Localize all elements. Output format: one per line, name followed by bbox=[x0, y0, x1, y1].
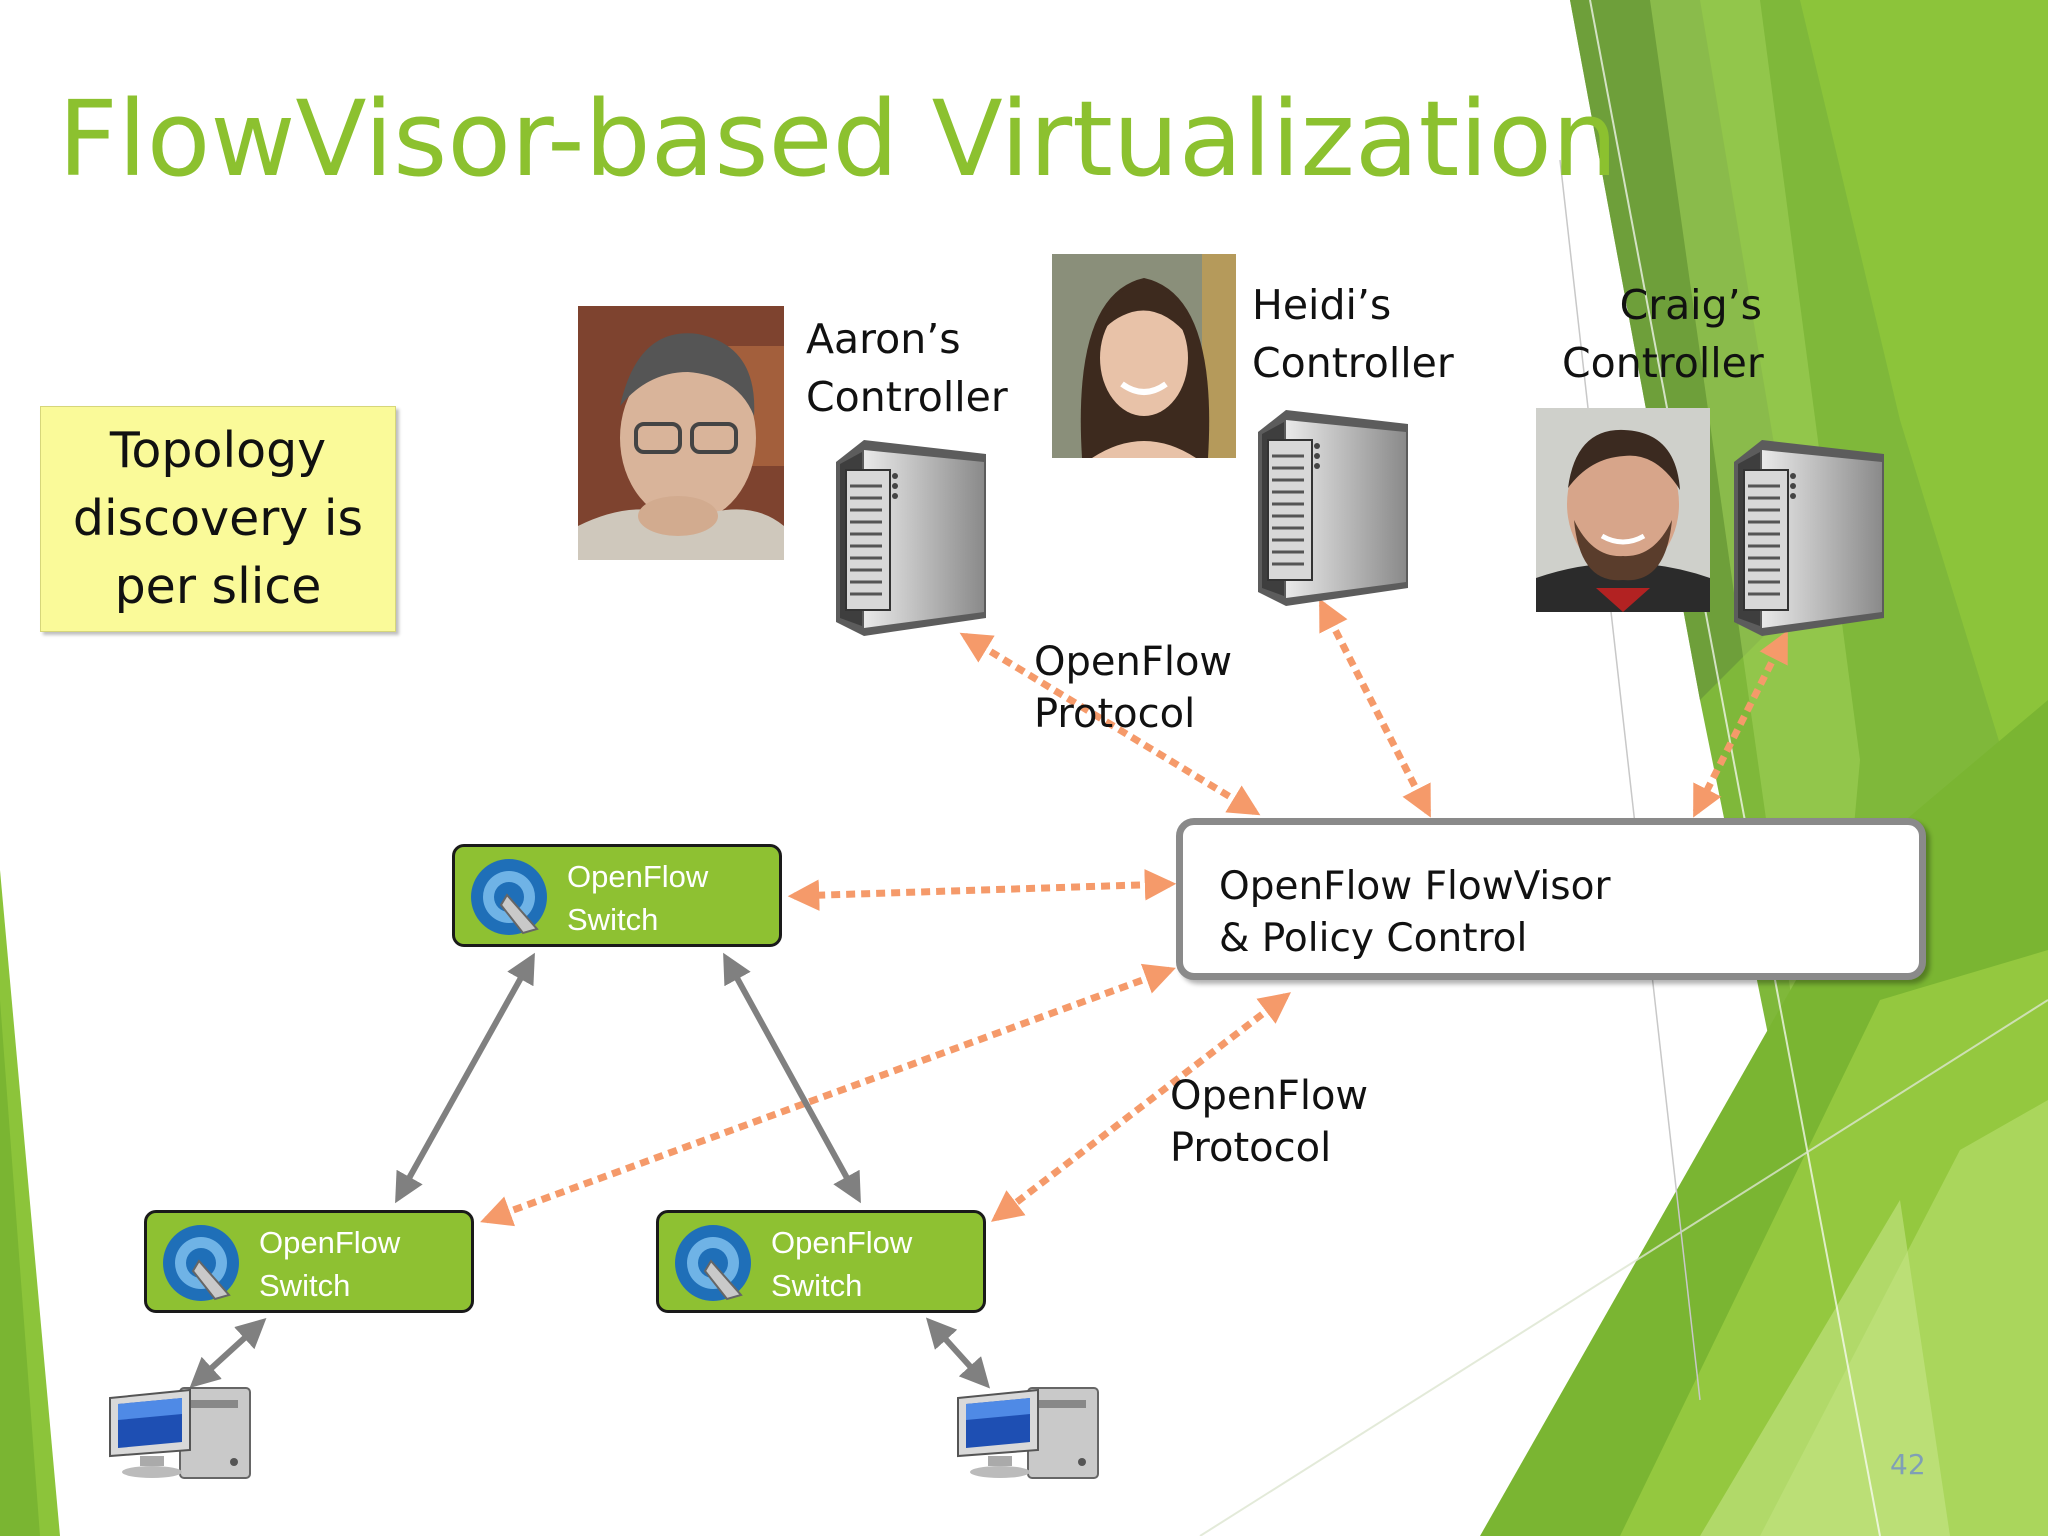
switch-topology-links bbox=[189, 952, 991, 1389]
aaron-server-icon bbox=[836, 440, 986, 640]
arrow-craig-flowvisor bbox=[1692, 630, 1789, 818]
slide-number: 42 bbox=[1890, 1448, 1926, 1481]
openflow-switch-right: OpenFlow Switch bbox=[656, 1210, 986, 1313]
topology-note-text: Topology discovery is per slice bbox=[72, 422, 364, 615]
desktop-computer-icon bbox=[957, 1387, 1099, 1479]
flowvisor-policy-box: OpenFlow FlowVisor & Policy Control bbox=[1176, 818, 1926, 980]
desktop-computer-icon bbox=[109, 1387, 251, 1479]
craig-controller-label: Craig’s Controller bbox=[1562, 281, 1764, 387]
person-photo-icon bbox=[578, 306, 784, 560]
link-right-switch-host bbox=[925, 1317, 991, 1389]
arrow-flowvisor-switch-right bbox=[990, 992, 1292, 1222]
heidi-controller-label: Heidi’s Controller bbox=[1252, 281, 1454, 387]
topology-note: Topology discovery is per slice bbox=[40, 406, 396, 632]
arrow-heidi-flowvisor bbox=[1318, 598, 1432, 818]
host-computer-left bbox=[108, 1380, 258, 1486]
openflow-logo-icon bbox=[675, 1225, 751, 1301]
link-top-left-switch bbox=[395, 952, 535, 1204]
left-green-decoration bbox=[0, 870, 60, 1536]
host-computer-right bbox=[956, 1380, 1106, 1486]
person-photo-icon bbox=[1536, 408, 1710, 612]
link-left-switch-host bbox=[189, 1317, 267, 1389]
openflow-logo-icon bbox=[163, 1225, 239, 1301]
server-tower-icon bbox=[1734, 440, 1884, 636]
arrow-aaron-flowvisor bbox=[959, 632, 1261, 816]
link-top-right-switch bbox=[723, 952, 861, 1204]
craig-photo bbox=[1536, 408, 1710, 612]
person-photo-icon bbox=[1052, 254, 1236, 458]
arrow-flowvisor-switch-left bbox=[480, 963, 1176, 1227]
slide-title: FlowVisor-based Virtualization bbox=[58, 78, 1618, 200]
server-tower-icon bbox=[836, 440, 986, 636]
craig-server-icon bbox=[1734, 440, 1884, 640]
server-tower-icon bbox=[1258, 410, 1408, 606]
heidi-photo bbox=[1052, 254, 1236, 458]
openflow-protocol-label-upper: OpenFlow Protocol bbox=[1034, 639, 1233, 737]
arrow-flowvisor-switch-top bbox=[787, 869, 1177, 911]
openflow-protocol-label-lower: OpenFlow Protocol bbox=[1170, 1073, 1369, 1171]
flowvisor-line2: & Policy Control bbox=[1219, 916, 1528, 961]
flowvisor-line1: OpenFlow FlowVisor bbox=[1219, 864, 1611, 909]
aaron-photo bbox=[578, 306, 784, 560]
aaron-controller-label: Aaron’s Controller bbox=[806, 315, 1008, 421]
heidi-server-icon bbox=[1258, 410, 1408, 610]
right-green-decoration bbox=[1199, 0, 2048, 1536]
openflow-switch-left: OpenFlow Switch bbox=[144, 1210, 474, 1313]
openflow-switch-top: OpenFlow Switch bbox=[452, 844, 782, 947]
openflow-logo-icon bbox=[471, 859, 547, 935]
